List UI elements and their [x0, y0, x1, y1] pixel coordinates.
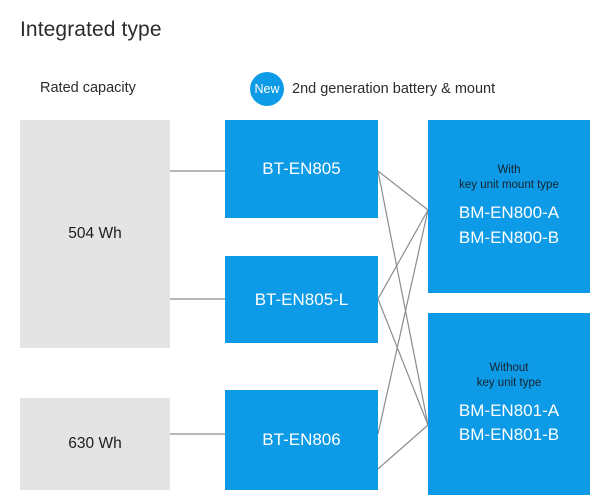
- column-header-rated-capacity: Rated capacity: [40, 80, 136, 96]
- mount-node-sub-line1: Without: [489, 361, 529, 374]
- mount-node-model: BM-EN800-B: [458, 227, 560, 247]
- mount-node-model-list: BM-EN800-A BM-EN800-B: [459, 202, 559, 250]
- mount-node-model: BM-EN801-A: [458, 400, 560, 420]
- battery-node-label: BT-EN805: [262, 159, 341, 178]
- column-header-generation-label: 2nd generation battery & mount: [292, 81, 496, 97]
- wire-en805-to-en800: [377, 170, 429, 211]
- battery-node-bt-en805-l[interactable]: BT-EN805-L: [225, 256, 378, 343]
- wire-en805l-to-en800: [377, 209, 429, 300]
- wire-en805-to-en801: [377, 170, 429, 426]
- battery-node-bt-en806[interactable]: BT-EN806: [225, 390, 378, 490]
- wire-en806-to-en800: [377, 209, 429, 435]
- column-header-generation: New 2nd generation battery & mount: [250, 72, 495, 106]
- mount-node-model-list: BM-EN801-A BM-EN801-B: [459, 400, 559, 448]
- wire-en805l-to-en801: [377, 298, 429, 426]
- mount-node-bm-en800[interactable]: With key unit mount type BM-EN800-A BM-E…: [428, 120, 590, 293]
- mount-node-bm-en801[interactable]: Without key unit type BM-EN801-A BM-EN80…: [428, 313, 590, 495]
- mount-node-model: BM-EN801-B: [458, 425, 560, 445]
- new-badge: New: [250, 72, 284, 106]
- battery-node-bt-en805[interactable]: BT-EN805: [225, 120, 378, 218]
- mount-node-sub-line1: With: [497, 164, 521, 177]
- capacity-node-504[interactable]: 504 Wh: [20, 120, 170, 348]
- wire-en806-to-en801: [377, 424, 429, 470]
- battery-node-label: BT-EN805-L: [254, 289, 349, 309]
- page-title: Integrated type: [20, 18, 162, 41]
- capacity-node-630[interactable]: 630 Wh: [20, 398, 170, 490]
- battery-node-label: BT-EN806: [262, 430, 341, 449]
- mount-node-model: BM-EN800-A: [458, 203, 560, 222]
- mount-node-sub-line2: key unit mount type: [459, 179, 559, 192]
- mount-node-sub-line2: key unit type: [476, 376, 542, 389]
- capacity-node-label: 630 Wh: [68, 435, 122, 452]
- capacity-node-label: 504 Wh: [68, 225, 122, 242]
